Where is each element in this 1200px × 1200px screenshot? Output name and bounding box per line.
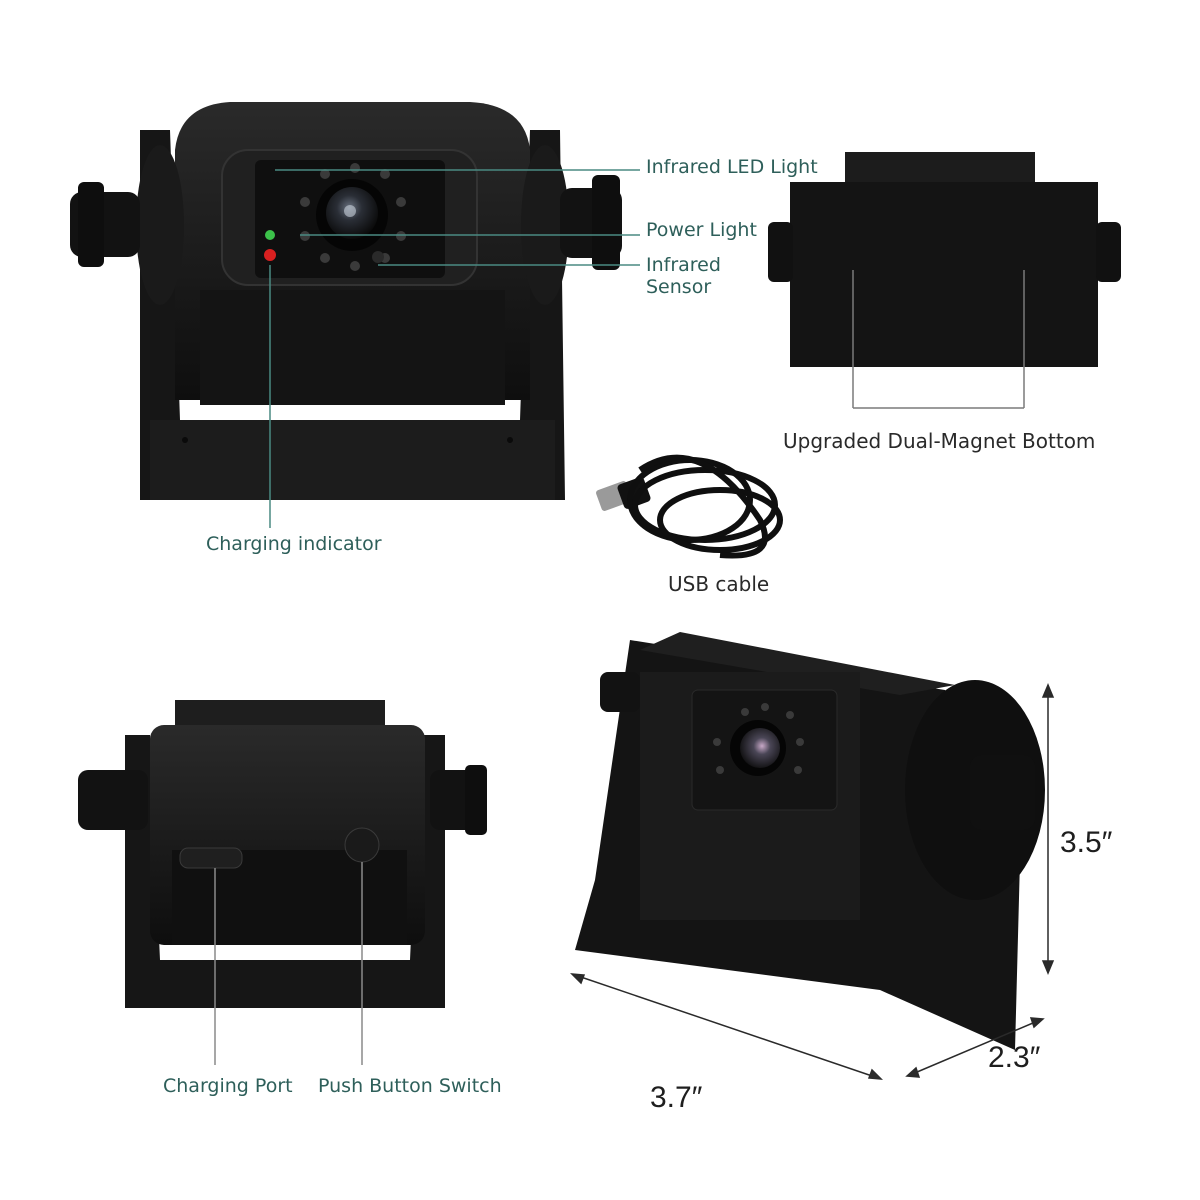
- dimension-height: 3.5″: [1060, 826, 1113, 859]
- push-button: [344, 827, 380, 863]
- bottom-magnet-view: [768, 152, 1121, 409]
- label-push-button-switch: Push Button Switch: [318, 1075, 502, 1097]
- usb-cable-image: [596, 454, 783, 559]
- label-charging-port: Charging Port: [163, 1075, 293, 1097]
- label-power-light: Power Light: [646, 219, 757, 241]
- label-charging-indicator: Charging indicator: [206, 533, 382, 555]
- label-infrared-sensor-line1: Infrared: [646, 254, 721, 276]
- dimension-depth: 2.3″: [988, 1041, 1041, 1074]
- knob-left: [70, 182, 140, 267]
- label-usb-cable: USB cable: [668, 572, 770, 596]
- angled-camera-view: [570, 632, 1055, 1080]
- charging-indicator-red: [264, 249, 276, 261]
- label-infrared-led-light: Infrared LED Light: [646, 156, 818, 178]
- charging-port: [179, 847, 243, 869]
- knob-right: [560, 175, 622, 270]
- dimension-width: 3.7″: [650, 1081, 703, 1114]
- label-dual-magnet-bottom: Upgraded Dual-Magnet Bottom: [783, 429, 1096, 453]
- front-camera-view: [70, 102, 640, 528]
- label-infrared-sensor-line2: Sensor: [646, 276, 712, 298]
- back-camera-view: [78, 700, 487, 1065]
- power-indicator-green: [265, 230, 275, 240]
